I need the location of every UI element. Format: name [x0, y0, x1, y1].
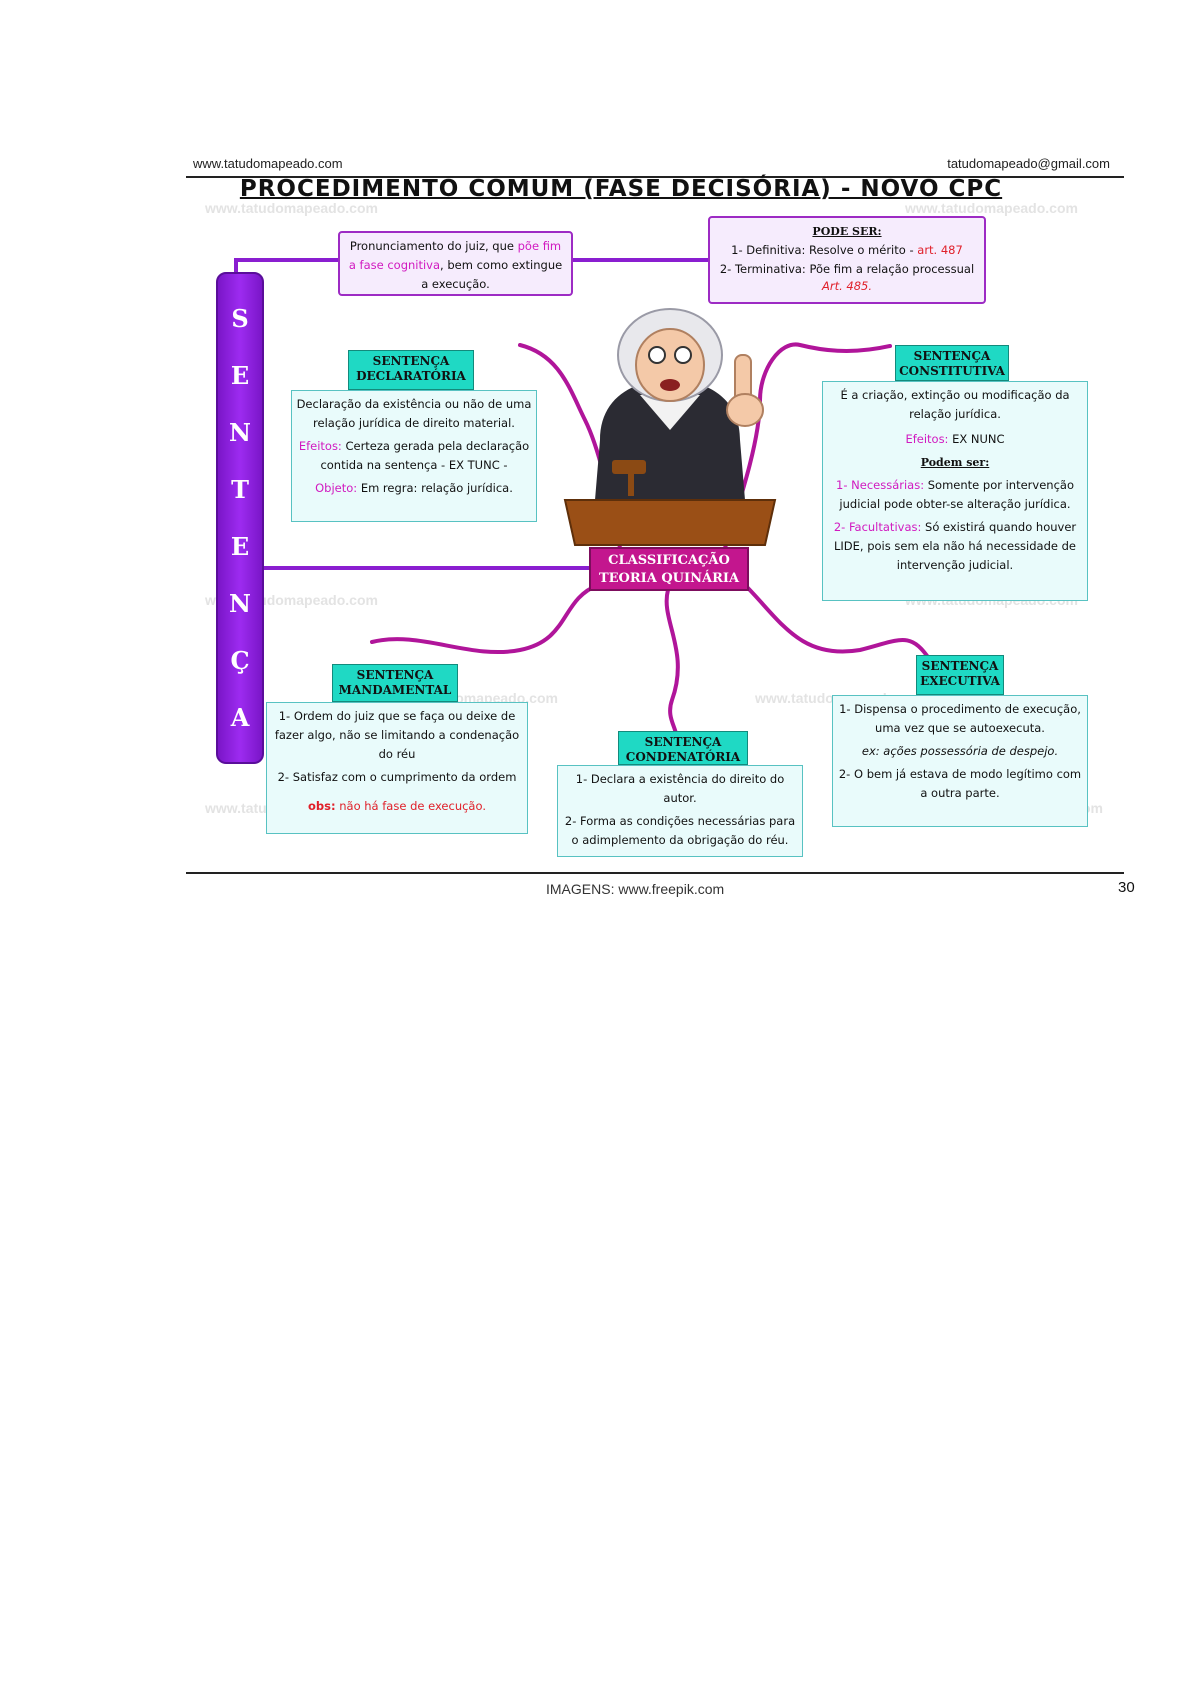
mandamental-item2: 2- Satisfaz com o cumprimento da ordem	[271, 768, 523, 787]
executiva-ex-label: ex:	[862, 744, 880, 758]
pode-ser-item2-art: Art. 485.	[716, 279, 978, 293]
constitutiva-text: É a criação, extinção ou modificação da …	[827, 386, 1083, 424]
footer-rule	[186, 872, 1124, 874]
judge-eye-left	[649, 347, 665, 363]
connector-definition	[236, 260, 338, 272]
pode-ser-heading: PODE SER:	[716, 222, 978, 241]
vertical-letter: A	[218, 703, 262, 732]
mandamental-obs-label: obs:	[308, 799, 336, 813]
tag-condenatoria-line1: SENTENÇA	[619, 735, 747, 750]
pode-ser-item1-label: 1- Definitiva:	[731, 243, 805, 257]
tag-declaratoria-line2: DECLARATÓRIA	[349, 369, 473, 384]
mandamental-item1: 1- Ordem do juiz que se faça ou deixe de…	[271, 707, 523, 764]
mandamental-obs-text: não há fase de execução.	[339, 799, 486, 813]
vertical-letter: Ç	[218, 646, 262, 675]
tag-mandamental-line1: SENTENÇA	[333, 668, 457, 683]
pode-ser-item1-art: art. 487	[917, 243, 963, 257]
tag-declaratoria: SENTENÇA DECLARATÓRIA	[348, 350, 474, 390]
branch-mandamental	[372, 585, 598, 652]
box-executiva: 1- Dispensa o procedimento de execução, …	[832, 695, 1088, 827]
executiva-ex-text: ações possessória de despejo.	[883, 744, 1058, 758]
branch-condenatoria	[667, 590, 678, 740]
center-node-line1: CLASSIFICAÇÃO	[591, 552, 747, 570]
constitutiva-efeitos-label: Efeitos:	[905, 432, 948, 446]
tag-executiva-line2: EXECUTIVA	[917, 674, 1003, 689]
box-declaratoria: Declaração da existência ou não de uma r…	[291, 390, 537, 522]
judge-hand	[727, 394, 763, 426]
condenatoria-item2: 2- Forma as condições necessárias para o…	[562, 812, 798, 850]
pode-ser-item2-label: 2- Terminativa:	[720, 262, 806, 276]
constitutiva-item2-label: 2- Facultativas:	[834, 520, 922, 534]
tag-condenatoria-line2: CONDENATÓRIA	[619, 750, 747, 765]
vertical-letter: E	[218, 361, 262, 390]
definition-text: Pronunciamento do juiz, que	[350, 239, 518, 253]
pode-ser-item1-text: Resolve o mérito -	[809, 243, 917, 257]
center-node-line2: TEORIA QUINÁRIA	[591, 570, 747, 588]
constitutiva-podem-ser: Podem ser:	[827, 453, 1083, 472]
pode-ser-item2-text: Põe fim a relação processual	[809, 262, 974, 276]
declaratoria-efeitos-text: Certeza gerada pela declaração contida n…	[320, 439, 529, 472]
definition-box: Pronunciamento do juiz, que põe fim a fa…	[338, 231, 573, 296]
vertical-letter: N	[218, 418, 262, 447]
vertical-letter: S	[218, 304, 262, 333]
judge-illustration	[565, 309, 775, 545]
vertical-letter: N	[218, 589, 262, 618]
declaratoria-efeitos-label: Efeitos:	[299, 439, 342, 453]
box-constitutiva: É a criação, extinção ou modificação da …	[822, 381, 1088, 601]
box-condenatoria: 1- Declara a existência do direito do au…	[557, 765, 803, 857]
declaratoria-objeto-text: Em regra: relação jurídica.	[361, 481, 513, 495]
tag-declaratoria-line1: SENTENÇA	[349, 354, 473, 369]
judge-bench	[565, 500, 775, 545]
tag-constitutiva: SENTENÇA CONSTITUTIVA	[895, 345, 1009, 381]
pode-ser-box: PODE SER: 1- Definitiva: Resolve o mérit…	[708, 216, 986, 304]
judge-mouth	[660, 379, 680, 391]
constitutiva-efeitos-text: EX NUNC	[952, 432, 1004, 446]
center-node-classificacao: CLASSIFICAÇÃO TEORIA QUINÁRIA	[589, 547, 749, 591]
vertical-letter: T	[218, 475, 262, 504]
page-number: 30	[1118, 879, 1135, 896]
tag-mandamental-line2: MANDAMENTAL	[333, 683, 457, 698]
tag-condenatoria: SENTENÇA CONDENATÓRIA	[618, 731, 748, 765]
box-mandamental: 1- Ordem do juiz que se faça ou deixe de…	[266, 702, 528, 834]
declaratoria-text: Declaração da existência ou não de uma r…	[296, 395, 532, 433]
judge-eye-right	[675, 347, 691, 363]
vertical-sentenca-bar: S E N T E N Ç A	[216, 272, 264, 764]
executiva-item2: 2- O bem já estava de modo legítimo com …	[837, 765, 1083, 803]
tag-mandamental: SENTENÇA MANDAMENTAL	[332, 664, 458, 702]
declaratoria-objeto-label: Objeto:	[315, 481, 357, 495]
condenatoria-item1: 1- Declara a existência do direito do au…	[562, 770, 798, 808]
vertical-letter: E	[218, 532, 262, 561]
executiva-item1: 1- Dispensa o procedimento de execução, …	[837, 700, 1083, 738]
definition-text-end: , bem como extingue a execução.	[421, 258, 562, 291]
tag-executiva-line1: SENTENÇA	[917, 659, 1003, 674]
image-credit: IMAGENS: www.freepik.com	[546, 881, 724, 897]
tag-executiva: SENTENÇA EXECUTIVA	[916, 655, 1004, 695]
tag-constitutiva-line2: CONSTITUTIVA	[896, 364, 1008, 379]
gavel-handle	[628, 470, 634, 496]
constitutiva-item1-label: 1- Necessárias:	[836, 478, 924, 492]
tag-constitutiva-line1: SENTENÇA	[896, 349, 1008, 364]
